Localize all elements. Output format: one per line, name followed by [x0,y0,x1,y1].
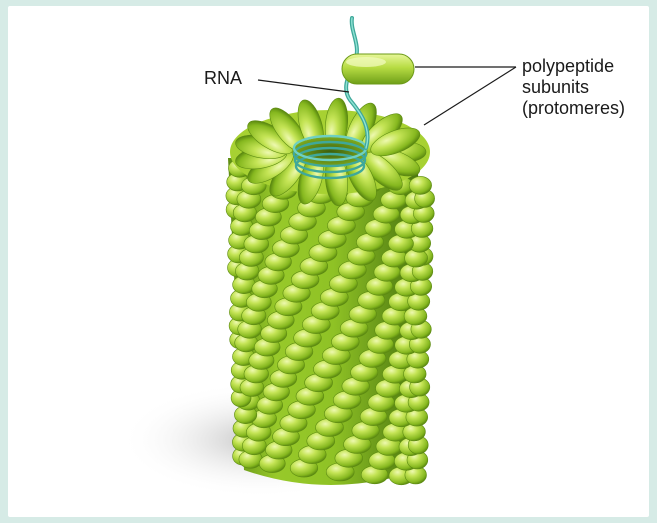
capsid-subunit [409,176,431,194]
rna-leader-line [258,80,349,92]
protomer-label-line-3: (protomeres) [522,98,625,119]
protomer-label-line-1: polypeptide [522,56,625,77]
protomer-label: polypeptide subunits (protomeres) [522,56,625,119]
rna-label: RNA [204,68,242,89]
protomer-leader-line-2 [424,67,516,125]
protomer-label-line-2: subunits [522,77,625,98]
